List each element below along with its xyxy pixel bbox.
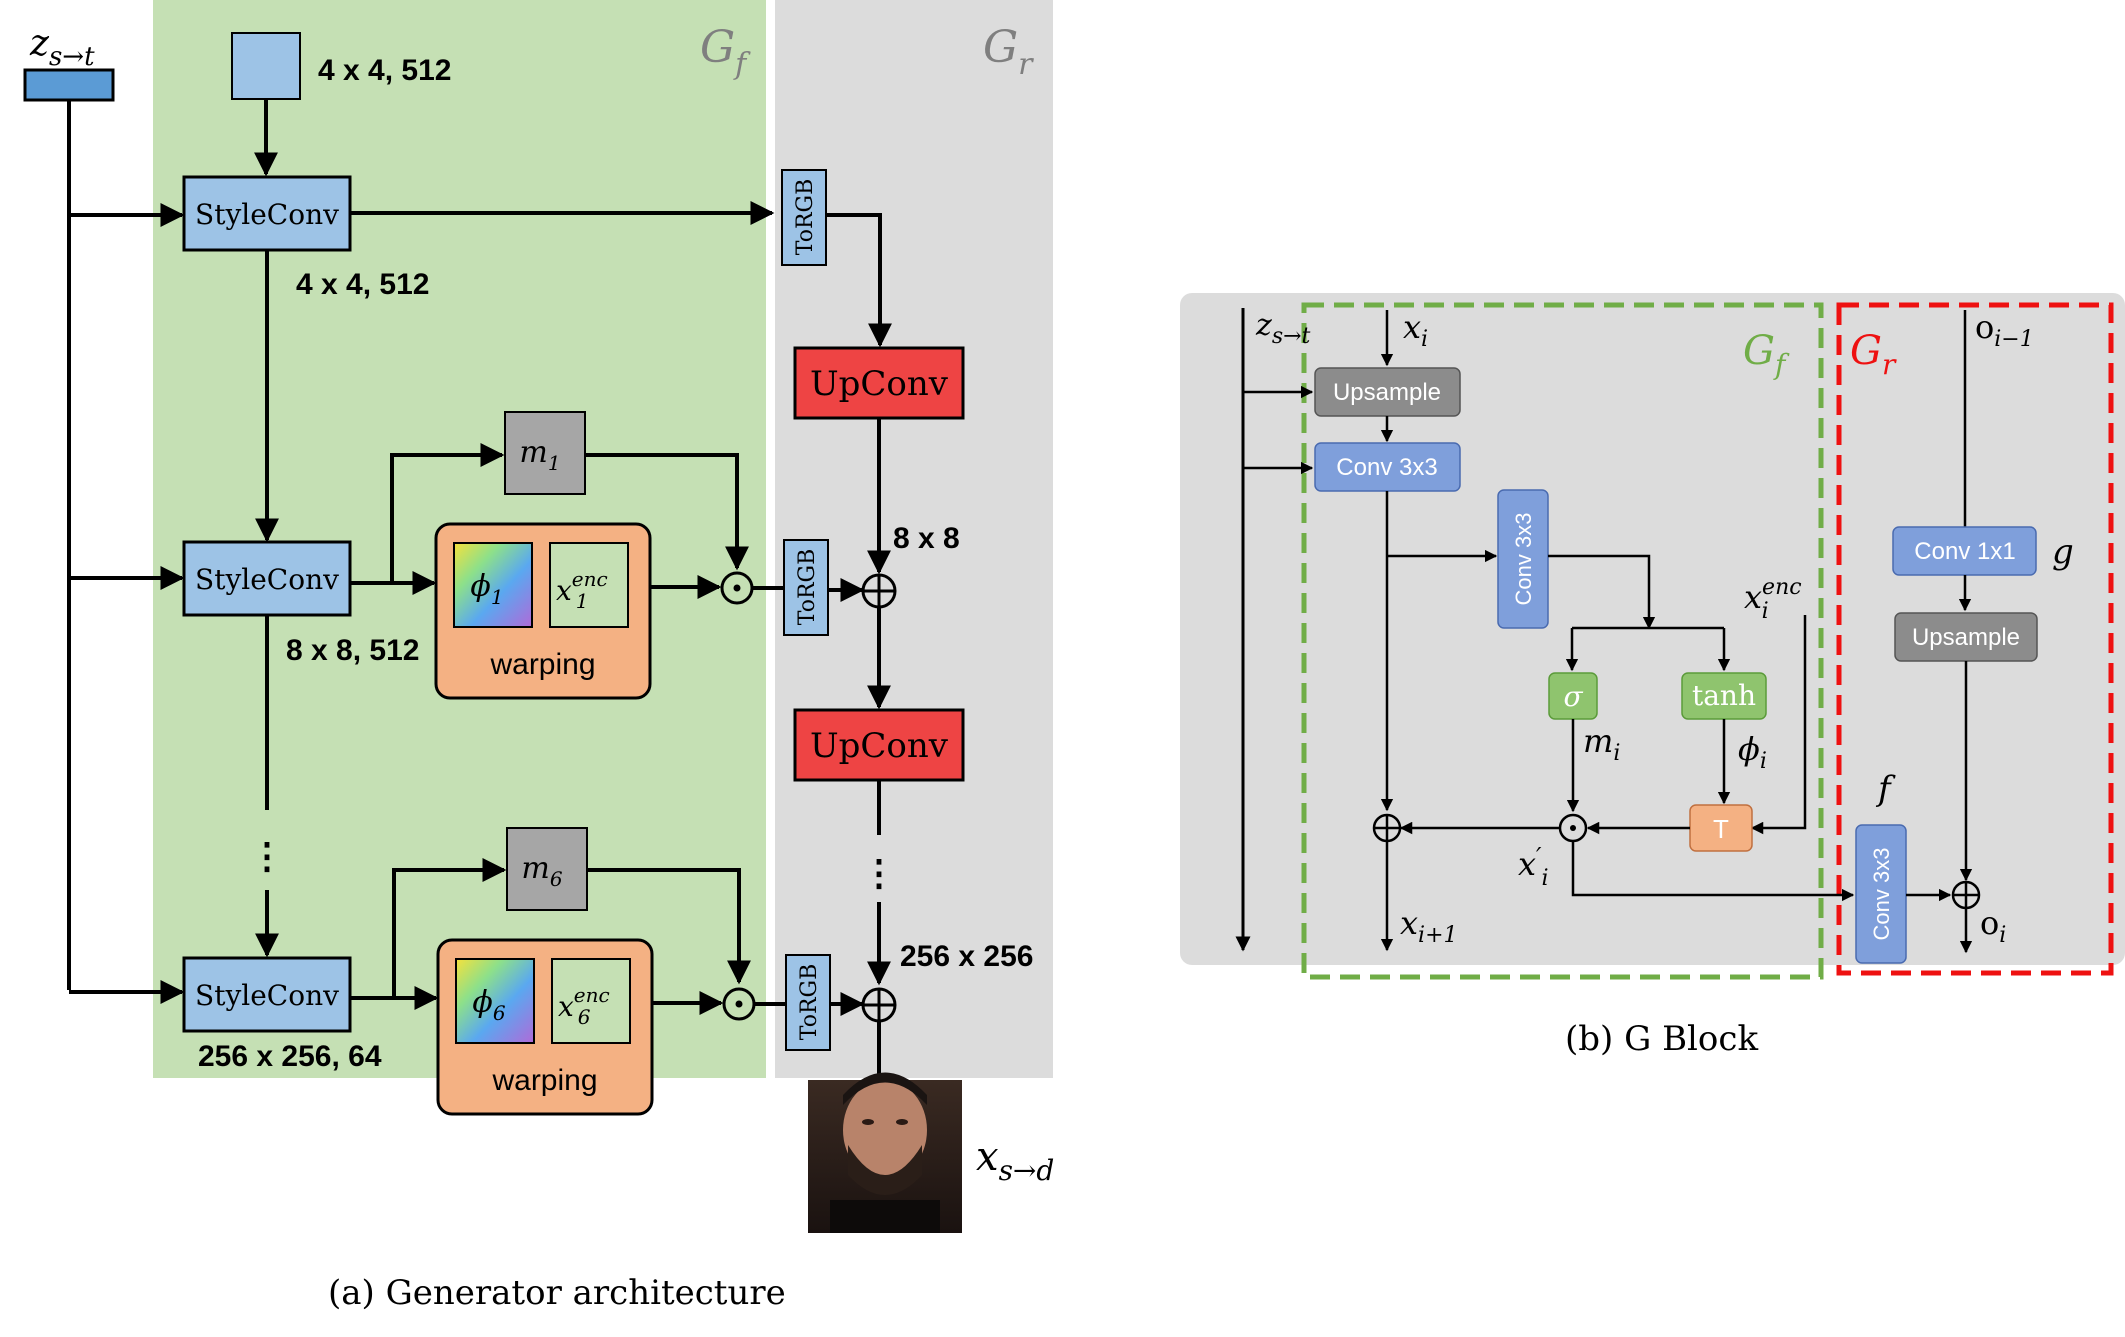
torgb-3-label: ToRGB — [797, 964, 822, 1041]
torgb-3 — [785, 954, 831, 1051]
mask-m6 — [506, 827, 588, 911]
xenc-6-box — [551, 958, 631, 1044]
oprev-label: oi−1 — [1975, 308, 2034, 352]
z-label-b: zs→t — [1255, 308, 1311, 349]
torgb-1-label: ToRGB — [793, 179, 818, 256]
oi-label: oi — [1980, 904, 2006, 948]
upconv-2 — [793, 708, 965, 782]
gr-dashed-region — [1836, 302, 2114, 976]
torgb-1 — [781, 169, 827, 266]
torgb-2-label: ToRGB — [795, 549, 820, 626]
upconv-1 — [793, 346, 965, 420]
xenc-1-box — [549, 542, 629, 628]
mi-label: mi — [1583, 722, 1620, 766]
gr-label-b: Gr — [1850, 328, 1897, 381]
constant-input-box — [231, 32, 301, 100]
constant-dim-label: 4 x 4, 512 — [318, 54, 451, 87]
upconv-2-label: UpConv — [810, 726, 949, 766]
flow-phi6 — [455, 958, 535, 1044]
mask-m1 — [504, 411, 586, 495]
upconv-1-label: UpConv — [810, 364, 949, 404]
conv3x3-gr-label: Conv 3x3 — [1869, 848, 1894, 941]
panel-a: Gf Gr zs→t 4 x 4, 512 StyleConv 4 x 4, 5… — [23, 0, 1054, 1313]
xnext-label: xi+1 — [1400, 904, 1458, 948]
z-input-label: zs→t — [29, 23, 95, 72]
styleconv-2 — [182, 540, 352, 617]
styleconv-2-label: StyleConv — [195, 563, 339, 596]
ellipsis-right: ⋮ — [861, 852, 897, 893]
transform-T-label: T — [1713, 814, 1729, 844]
torgb-2 — [783, 539, 829, 636]
caption-b: (b) G Block — [1565, 1019, 1758, 1059]
output-label: xs→d — [976, 1134, 1054, 1187]
xi-label: xi — [1403, 308, 1428, 352]
res-1-label: 8 x 8 — [893, 522, 960, 555]
z-input-box — [23, 68, 115, 102]
conv3x3-vertical-label: Conv 3x3 — [1511, 513, 1536, 606]
ellipsis-left: ⋮ — [249, 835, 285, 876]
g-label: g — [2052, 532, 2074, 572]
warping-6-label: warping — [491, 1064, 597, 1097]
flow-phi6-label: ϕ6 — [472, 985, 505, 1025]
panel-b: Gf Gr zs→t xi Upsample Conv 3x3 Conv 3x3… — [1180, 293, 2125, 1059]
phii-label: ϕi — [1738, 730, 1767, 774]
gr-label-a: Gr — [983, 22, 1034, 82]
upsample-gr-label: Upsample — [1912, 624, 2020, 651]
conv1x1-gr-label: Conv 1x1 — [1914, 538, 2015, 565]
styleconv-1-dim: 4 x 4, 512 — [296, 268, 429, 301]
conv3x3-vertical — [1497, 489, 1549, 629]
mask-m6-label: m6 — [521, 851, 562, 891]
flow-phi1 — [453, 542, 533, 628]
res-2-label: 256 x 256 — [900, 940, 1033, 973]
styleconv-1-label: StyleConv — [195, 198, 339, 231]
caption-a: (a) Generator architecture — [328, 1273, 786, 1313]
sigma-label: σ — [1563, 680, 1583, 713]
xprime-i-label: x′i — [1518, 843, 1549, 891]
styleconv-3 — [182, 956, 352, 1033]
conv3x3-gf-label: Conv 3x3 — [1336, 454, 1437, 481]
styleconv-2-dim: 8 x 8, 512 — [286, 634, 419, 667]
flow-phi1-label: ϕ1 — [470, 569, 503, 609]
gf-dashed-region — [1301, 302, 1824, 980]
warping-1-label: warping — [489, 648, 595, 681]
mask-m1-label: m1 — [519, 435, 560, 475]
styleconv-3-dim: 256 x 256, 64 — [198, 1040, 382, 1073]
upsample-gf-label: Upsample — [1333, 379, 1441, 406]
styleconv-3-label: StyleConv — [195, 979, 339, 1012]
tanh-label: tanh — [1692, 679, 1756, 712]
output-face-image — [808, 1072, 962, 1233]
